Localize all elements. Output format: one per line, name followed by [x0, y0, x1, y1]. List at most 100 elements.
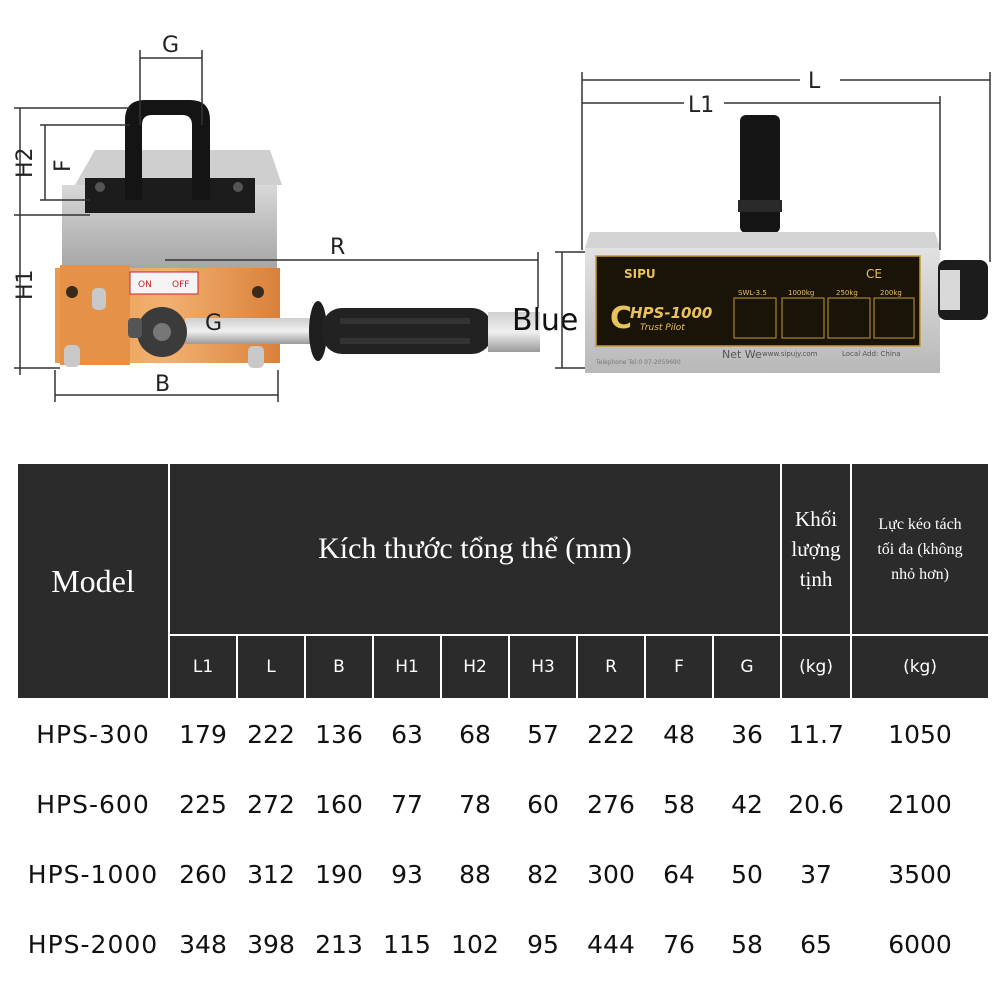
table-cell: 88 — [440, 838, 510, 910]
table-row: HPS-2000 348 398 213 115 102 95 444 76 5… — [16, 908, 991, 980]
plate-net: Net We — [722, 348, 762, 361]
table-cell: 179 — [168, 698, 238, 770]
header-model: Model — [16, 462, 170, 700]
specification-table: Model Kích thước tổng thể (mm) Khối lượn… — [16, 462, 991, 980]
table-cell: 115 — [372, 908, 442, 980]
plate-sub: Trust Pilot — [640, 323, 685, 333]
column-header: (kg) — [850, 634, 991, 700]
table-cell: 58 — [711, 908, 783, 980]
table-cell: 6000 — [850, 908, 991, 980]
table-cell: 63 — [372, 698, 442, 770]
table-cell: 260 — [168, 838, 238, 910]
table-cell: 213 — [304, 908, 374, 980]
table-cell: 68 — [440, 698, 510, 770]
plate-phone: Telephone Tel:0 07-2059690 — [595, 359, 681, 366]
table-cell: 276 — [576, 768, 646, 840]
dim-h2: H2 — [13, 147, 38, 178]
table-cell: 48 — [644, 698, 714, 770]
table-cell: 102 — [440, 908, 510, 980]
plate-origin: Local Add: China — [842, 350, 901, 358]
dim-r: R — [330, 235, 345, 260]
row-model: HPS-300 — [16, 698, 170, 770]
column-header: L1 — [168, 634, 238, 700]
row-model: HPS-2000 — [16, 908, 170, 980]
header-weight-line: lượng — [791, 537, 841, 561]
table-cell: 42 — [711, 768, 783, 840]
table-cell: 93 — [372, 838, 442, 910]
header-force: Lực kéo tách tối đa (không nhỏ hơn) — [850, 462, 991, 636]
plate-icon-4: 200kg — [880, 289, 902, 297]
table-cell: 37 — [780, 838, 853, 910]
table-cell: 60 — [508, 768, 578, 840]
table-cell: 3500 — [850, 838, 991, 910]
plate-brand: SIPU — [624, 267, 656, 281]
table-cell: 272 — [236, 768, 306, 840]
table-cell: 312 — [236, 838, 306, 910]
column-header: L — [236, 634, 306, 700]
table-cell: 20.6 — [780, 768, 853, 840]
column-header: H3 — [508, 634, 578, 700]
table-cell: 57 — [508, 698, 578, 770]
header-dimensions: Kích thước tổng thể (mm) — [167, 462, 783, 636]
table-cell: 76 — [644, 908, 714, 980]
plate-icon-2: 1000kg — [788, 289, 814, 297]
header-force-line: tối đa (không — [877, 540, 963, 558]
table-cell: 77 — [372, 768, 442, 840]
left-dimension-lines — [14, 50, 539, 402]
dim-b: B — [155, 372, 170, 397]
table-cell: 300 — [576, 838, 646, 910]
switch-off-label: OFF — [172, 280, 189, 290]
header-force-line: nhỏ hơn) — [891, 565, 949, 583]
dim-f: F — [51, 159, 76, 172]
column-header: R — [576, 634, 646, 700]
overlay-blue-label: Blue — [512, 303, 578, 338]
table-cell: 1050 — [850, 698, 991, 770]
table-cell: 348 — [168, 908, 238, 980]
table-cell: 64 — [644, 838, 714, 910]
table-cell: 95 — [508, 908, 578, 980]
column-header: (kg) — [780, 634, 853, 700]
column-header: H1 — [372, 634, 442, 700]
right-magnet-drawing: SIPU HPS-1000 Trust Pilot C SWL-3.5 1000… — [585, 115, 988, 373]
plate-web: www.sipujy.com — [762, 350, 818, 358]
table-cell: 222 — [576, 698, 646, 770]
table-row: HPS-300 179 222 136 63 68 57 222 48 36 1… — [16, 698, 991, 770]
table-cell: 2100 — [850, 768, 991, 840]
table-row: HPS-600 225 272 160 77 78 60 276 58 42 2… — [16, 768, 991, 840]
table-cell: 58 — [644, 768, 714, 840]
svg-text:C: C — [610, 301, 632, 336]
table-cell: 50 — [711, 838, 783, 910]
table-row: HPS-1000 260 312 190 93 88 82 300 64 50 … — [16, 838, 991, 910]
column-header: G — [711, 634, 783, 700]
table-cell: 190 — [304, 838, 374, 910]
table-cell: 136 — [304, 698, 374, 770]
table-cell: 65 — [780, 908, 853, 980]
product-dimension-figure: ON OFF G H2 F H1 B — [0, 0, 1000, 420]
dim-h1: H1 — [13, 269, 38, 300]
header-weight-line: Khối — [795, 507, 838, 531]
table-cell: 398 — [236, 908, 306, 980]
table-cell: 225 — [168, 768, 238, 840]
plate-icon-1: SWL-3.5 — [738, 289, 767, 297]
column-header: H2 — [440, 634, 510, 700]
column-header: F — [644, 634, 714, 700]
table-cell: 444 — [576, 908, 646, 980]
plate-model: HPS-1000 — [630, 304, 712, 322]
table-cell: 78 — [440, 768, 510, 840]
header-force-line: Lực kéo tách — [878, 515, 962, 533]
svg-text:CE: CE — [866, 267, 882, 281]
table-cell: 11.7 — [780, 698, 853, 770]
header-weight: Khối lượng tịnh — [780, 462, 853, 636]
table-cell: 160 — [304, 768, 374, 840]
header-weight-line: tịnh — [799, 567, 833, 591]
row-model: HPS-600 — [16, 768, 170, 840]
table-cell: 36 — [711, 698, 783, 770]
table-cell: 222 — [236, 698, 306, 770]
right-dimension-lines — [555, 72, 991, 369]
switch-on-label: ON — [138, 280, 152, 290]
dim-l1: L1 — [688, 93, 714, 118]
dim-l: L — [808, 69, 821, 94]
plate-icon-3: 250kg — [836, 289, 858, 297]
overlay-g-label: G — [205, 311, 222, 336]
left-magnet-drawing: ON OFF — [55, 100, 540, 368]
